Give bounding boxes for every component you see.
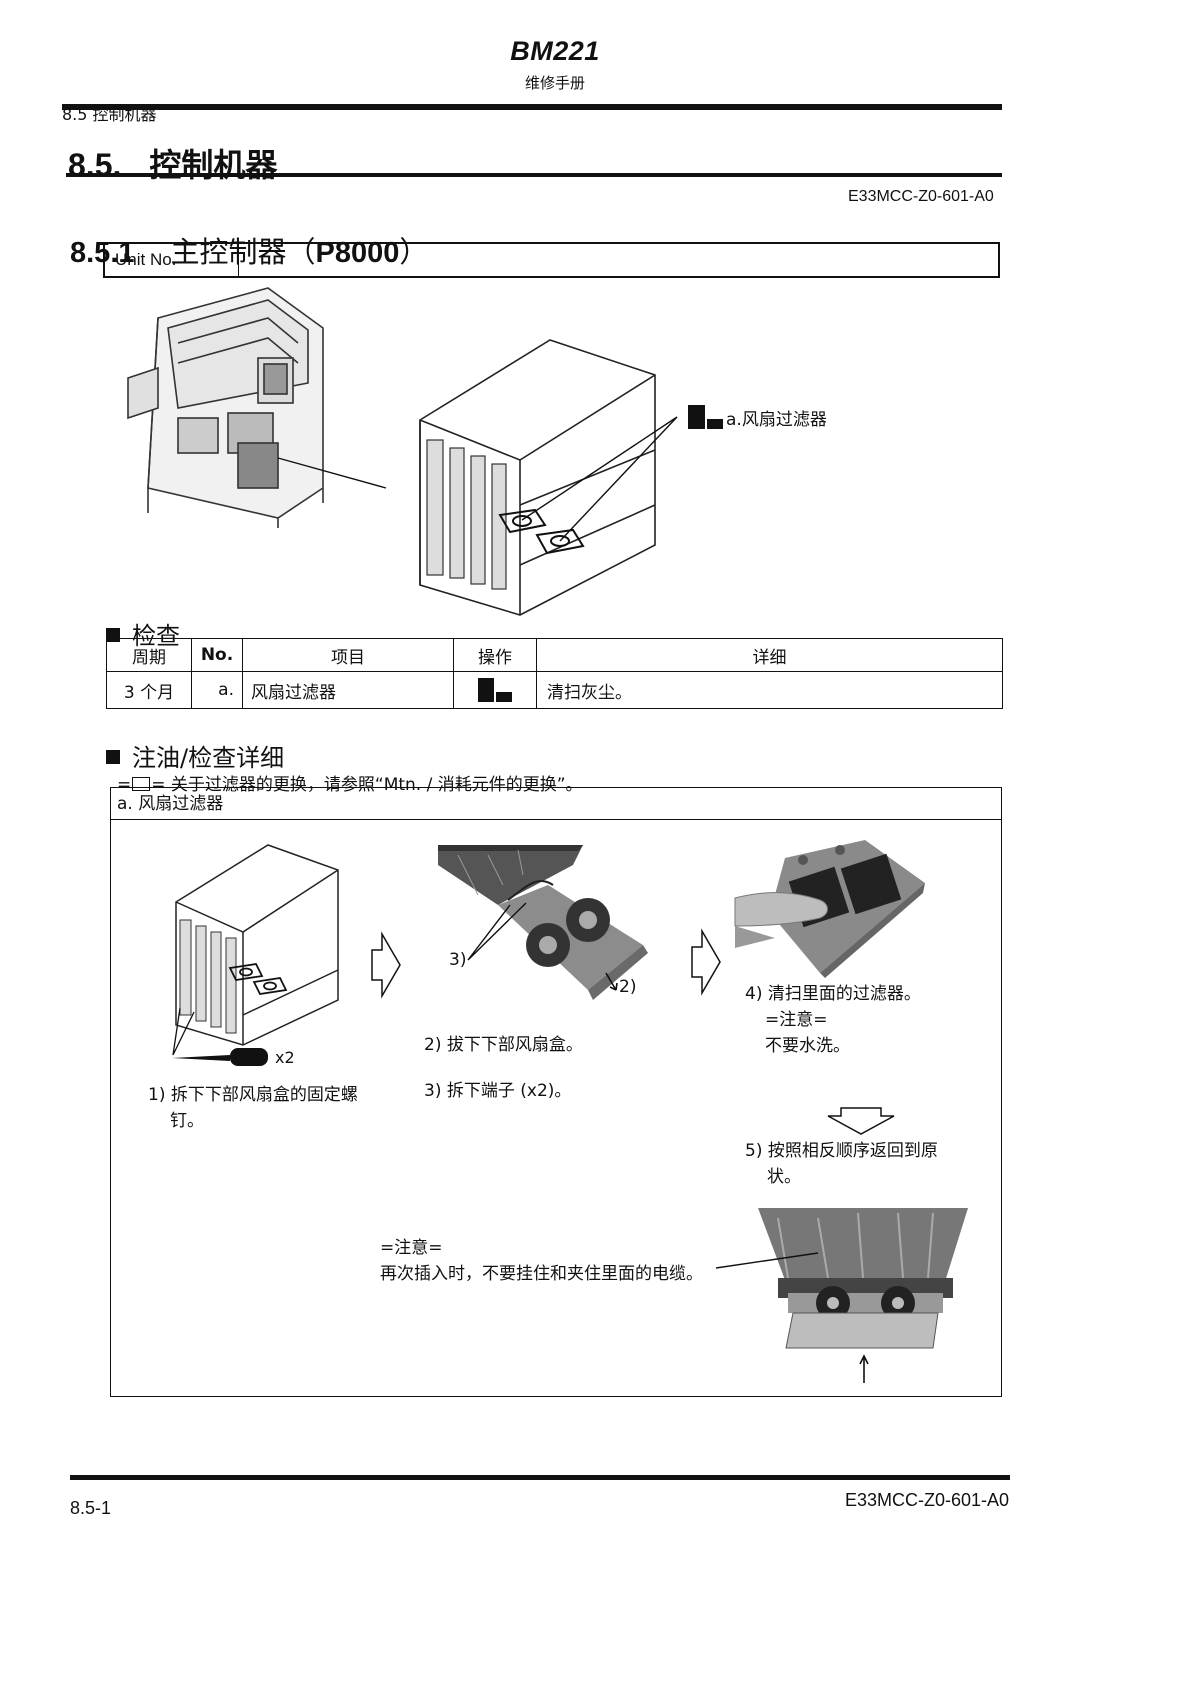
step-3-text: 拆下端子 (x2)。 — [447, 1081, 572, 1101]
table-header-row: 周期 No. 项目 操作 详细 — [107, 639, 1003, 672]
reinsert-note: =注意= 再次插入时，不要挂住和夹住里面的电缆。 — [380, 1235, 703, 1287]
step-5-text-line2: 状。 — [745, 1167, 801, 1187]
step-4-note-label: =注意= — [745, 1010, 828, 1030]
col-operation: 操作 — [454, 639, 537, 672]
reinsert-note-label: =注意= — [380, 1238, 443, 1258]
reinsert-note-text: 再次插入时，不要挂住和夹住里面的电缆。 — [380, 1264, 703, 1284]
step-1: 1) 拆下下部风扇盒的固定螺 钉。 — [148, 1082, 358, 1134]
step-4-number: 4) — [745, 984, 762, 1004]
procedure-title: a. 风扇过滤器 — [111, 788, 1001, 820]
header-rule — [62, 104, 1002, 110]
screwdriver-icon — [172, 1045, 272, 1069]
hand-icon — [478, 678, 494, 702]
page-number: 8.5-1 — [70, 1498, 111, 1519]
cell-detail: 清扫灰尘。 — [537, 672, 1003, 709]
lubrication-heading-text: 注油/检查详细 — [132, 744, 284, 772]
brush-icon — [496, 678, 512, 702]
reinsert-fan-box-photo — [758, 1208, 970, 1383]
arrow-right-icon — [690, 927, 722, 997]
step-1-number: 1) — [148, 1085, 165, 1105]
step-1-text-line2: 钉。 — [148, 1111, 204, 1131]
bullet-square-icon — [106, 750, 120, 764]
section-number: 8.5. — [68, 147, 121, 183]
callout-2: 2) — [619, 977, 636, 997]
col-item: 项目 — [243, 639, 454, 672]
brush-icon — [707, 405, 723, 429]
cell-operation — [454, 672, 537, 709]
fan-box-removal-photo — [438, 845, 648, 1005]
step-4-text: 清扫里面的过滤器。 — [768, 984, 921, 1004]
unit-no-label: Unit No. — [105, 244, 239, 276]
arrow-down-icon — [826, 1106, 896, 1136]
step-2-number: 2) — [424, 1035, 441, 1055]
step-4-note: 不要水洗。 — [745, 1036, 850, 1056]
callout-3: 3) — [449, 950, 466, 970]
cleaning-filter-photo — [735, 838, 925, 978]
machine-illustration — [118, 288, 328, 528]
cell-item: 风扇过滤器 — [243, 672, 454, 709]
overview-callout-text: a.风扇过滤器 — [726, 410, 827, 430]
section-title: 8.5. 控制机器 — [68, 140, 277, 186]
step-4: 4) 清扫里面的过滤器。 =注意= 不要水洗。 — [745, 981, 921, 1059]
inspection-table: 周期 No. 项目 操作 详细 3 个月 a. 风扇过滤器 清扫灰尘。 — [106, 638, 1003, 709]
section-rule — [66, 173, 1002, 177]
hand-icon — [688, 405, 705, 429]
lubrication-heading: 注油/检查详细 — [106, 738, 284, 773]
unit-no-box: Unit No. — [103, 242, 1000, 278]
doc-id: E33MCC-Z0-601-A0 — [848, 188, 994, 206]
table-row: 3 个月 a. 风扇过滤器 清扫灰尘。 — [107, 672, 1003, 709]
col-no: No. — [192, 639, 243, 672]
footer-doc-id: E33MCC-Z0-601-A0 — [845, 1490, 1009, 1511]
step-5-number: 5) — [745, 1141, 762, 1161]
section-title-text: 控制机器 — [149, 146, 277, 184]
model-name: BM221 — [0, 36, 1110, 67]
col-detail: 详细 — [537, 639, 1003, 672]
controller-cabinet-illustration — [405, 330, 665, 615]
step-5-text-line1: 按照相反顺序返回到原 — [768, 1141, 938, 1161]
step-2-text: 拔下下部风扇盒。 — [447, 1035, 583, 1055]
footer-rule — [70, 1475, 1010, 1480]
step-5: 5) 按照相反顺序返回到原 状。 — [745, 1138, 938, 1190]
step-2: 2) 拔下下部风扇盒。 — [424, 1032, 583, 1058]
manual-subtitle: 维修手册 — [0, 72, 1110, 93]
cell-period: 3 个月 — [107, 672, 192, 709]
col-period: 周期 — [107, 639, 192, 672]
step-3-number: 3) — [424, 1081, 441, 1101]
screw-count: x2 — [275, 1048, 295, 1067]
step-3: 3) 拆下端子 (x2)。 — [424, 1078, 571, 1104]
overview-callout: a.风扇过滤器 — [688, 405, 827, 430]
cell-no: a. — [192, 672, 243, 709]
arrow-right-icon — [370, 930, 402, 1000]
step1-cabinet-illustration — [168, 840, 348, 1050]
step-1-text-line1: 拆下下部风扇盒的固定螺 — [171, 1085, 358, 1105]
